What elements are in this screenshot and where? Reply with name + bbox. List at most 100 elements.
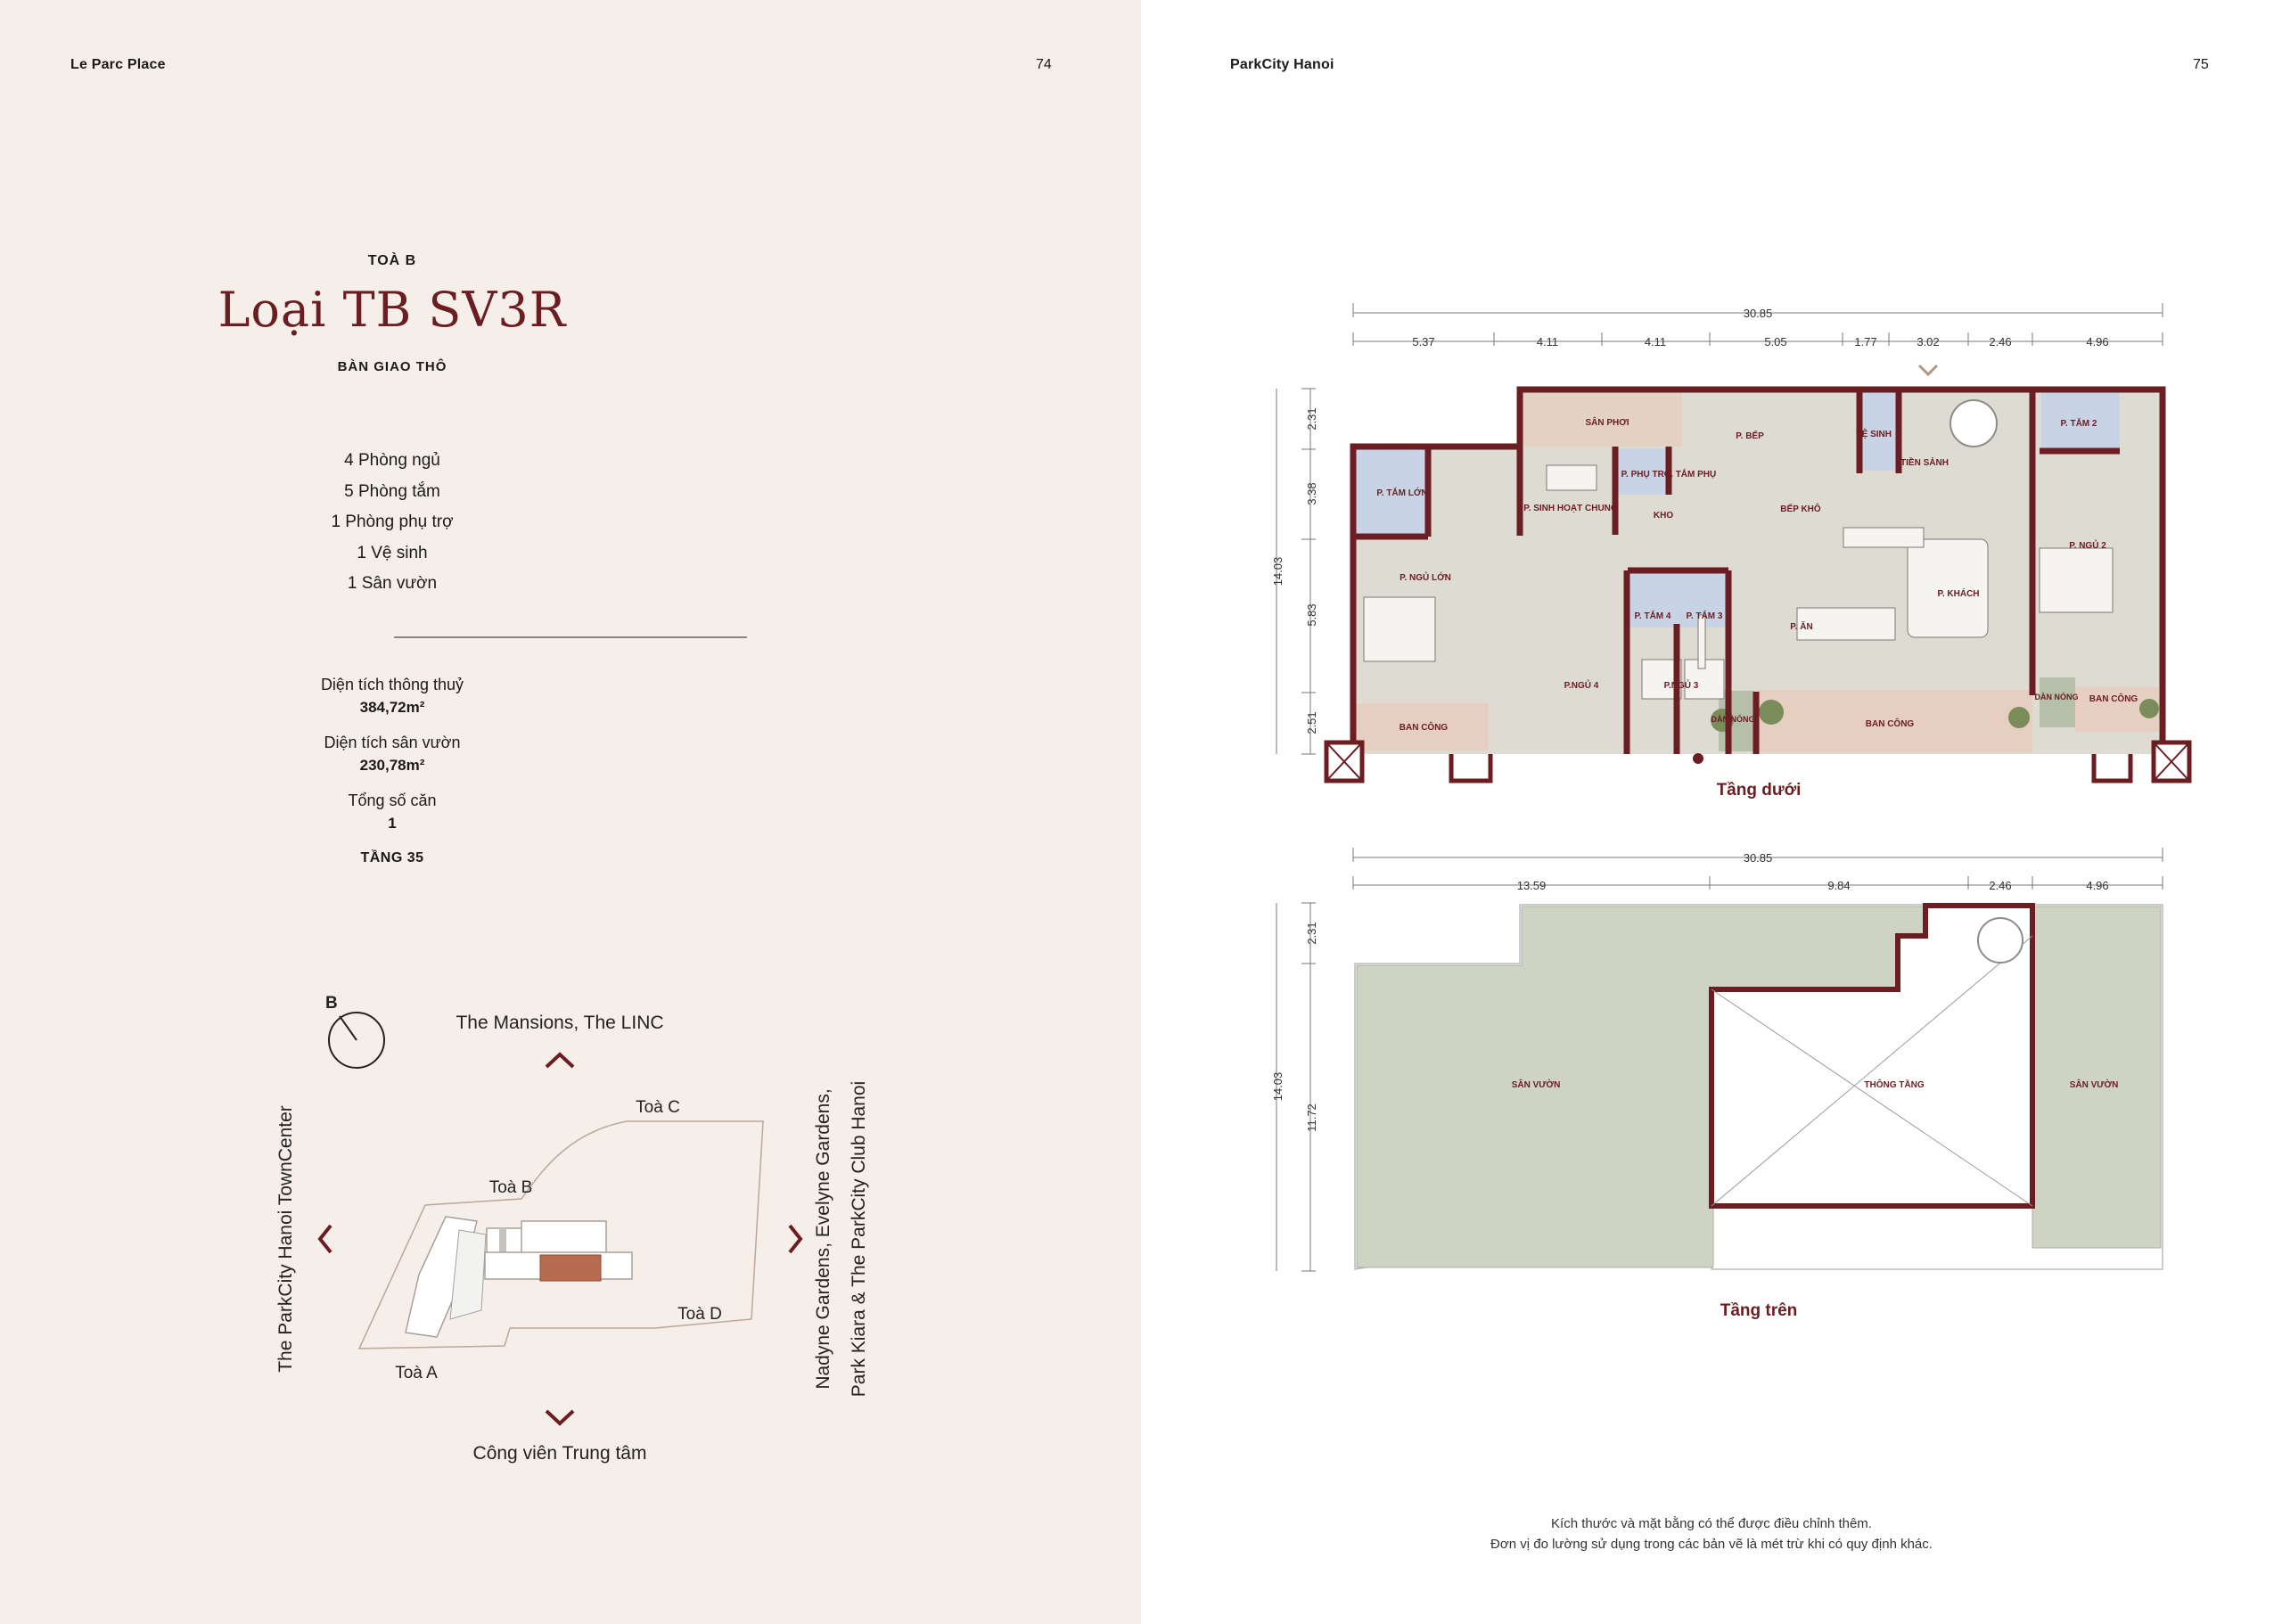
drying-yard xyxy=(1520,391,1682,447)
stat-label: Diện tích sân vườn xyxy=(324,734,461,751)
plant-icon xyxy=(1759,700,1784,725)
room-label: VỆ SINH xyxy=(1856,428,1892,439)
room-label: DÀN NÓNG xyxy=(2035,692,2079,701)
tower-a-blocks xyxy=(405,1216,487,1338)
key-plan: B The Mansions, The LINC Công viên Trung… xyxy=(275,994,869,1464)
dim-label: 14.03 xyxy=(1271,557,1285,586)
tower-label: Toà B xyxy=(489,1178,533,1197)
plant-icon xyxy=(2139,699,2159,718)
right-page: ParkCity Hanoi 75 30.85 5.37 4.11 4.11 5… xyxy=(1141,0,2282,1624)
room-label: SÂN VƯỜN xyxy=(2070,1079,2119,1090)
tower-b-core xyxy=(499,1228,506,1260)
building-label: TOÀ B xyxy=(367,253,417,268)
bay-window xyxy=(2091,754,2133,783)
room-label: P.NGỦ 4 xyxy=(1564,679,1599,691)
dim-label: 2.31 xyxy=(1305,407,1318,430)
dim-label: 4.96 xyxy=(2086,879,2108,892)
dim-label: 4.96 xyxy=(2086,335,2108,349)
stat-value: 1 xyxy=(388,815,397,832)
room-label: THÔNG TẦNG xyxy=(1864,1079,1924,1090)
dim-label: 2.46 xyxy=(1989,879,2011,892)
dim-label: 30.85 xyxy=(1744,851,1773,865)
upper-floor-plan: SÂN VƯỜN THÔNG TẦNG SÂN VƯỜN xyxy=(1354,903,2163,1270)
arrow-down-icon xyxy=(545,1409,575,1426)
tower-c-block xyxy=(521,1220,607,1258)
site-boundary xyxy=(357,1120,764,1349)
upper-floor-title: Tầng trên xyxy=(1720,1301,1798,1320)
arrow-up-icon xyxy=(545,1052,575,1069)
room-label: BAN CÔNG xyxy=(2089,693,2138,704)
stat-units: Tổng số căn 1 xyxy=(214,791,570,833)
balcony-left xyxy=(1355,703,1489,750)
stat-label: Diện tích thông thuỷ xyxy=(320,676,464,693)
aux-bath xyxy=(1615,448,1669,495)
bay-window xyxy=(1449,754,1493,783)
lower-floor-plan: SÂN PHƠI P. BẾP VỆ SINH TIỀN SẢNH P. TẮM… xyxy=(1324,386,2192,783)
room-label: TIỀN SẢNH xyxy=(1900,456,1949,468)
room-label: P. KHÁCH xyxy=(1937,587,1979,599)
page-number-right: 75 xyxy=(2193,57,2209,72)
lower-floor-title: Tầng dưới xyxy=(1716,781,1802,800)
compass-needle xyxy=(339,1015,357,1041)
room-label: BAN CÔNG xyxy=(1866,718,1915,729)
room-list: 4 Phòng ngủ 5 Phòng tắm 1 Phòng phụ trợ … xyxy=(214,446,570,600)
stat-value: 384,72m² xyxy=(359,699,425,716)
room-label: P. SINH HOẠT CHUNG xyxy=(1523,504,1618,513)
room-label: SÂN VƯỜN xyxy=(1512,1079,1561,1090)
room-label: P. TẮM 4 xyxy=(1635,610,1671,621)
garden-right xyxy=(2032,906,2162,1249)
room-label: P. NGỦ LỚN xyxy=(1400,571,1451,583)
spiral-stair-icon xyxy=(1950,399,1998,447)
dim-label: 30.85 xyxy=(1744,307,1773,320)
room-label: P. TẮM 2 xyxy=(2061,417,2097,429)
room-label: KHO xyxy=(1654,511,1673,521)
room-label: BẾP KHÔ xyxy=(1780,503,1821,514)
ac-ledge xyxy=(2040,677,2075,727)
room-label: P. TẮM 3 xyxy=(1687,610,1723,621)
compass-label: B xyxy=(325,994,338,1013)
dim-label: 14.03 xyxy=(1271,1072,1285,1102)
stat-value: 230,78m² xyxy=(359,757,425,774)
south-label: Công viên Trung tâm xyxy=(473,1443,647,1464)
tower-label: Toà C xyxy=(636,1098,680,1117)
room-item: 1 Sân vườn xyxy=(347,574,438,593)
room-item: 1 Phòng phụ trợ xyxy=(331,513,454,531)
room-label: P. NGỦ 2 xyxy=(2069,539,2106,551)
dim-label: 3.38 xyxy=(1305,482,1318,504)
dim-label: 1.77 xyxy=(1854,335,1876,349)
compass-icon xyxy=(328,1012,385,1069)
page-number-left: 74 xyxy=(1036,57,1052,72)
divider xyxy=(394,636,747,638)
dim-label: 4.11 xyxy=(1537,335,1558,349)
room-label: P. TẮM LỚN xyxy=(1376,487,1427,498)
note-line: Kích thước và mặt bằng có thể được điều … xyxy=(1551,1516,1872,1531)
entrance-arrow-icon xyxy=(1917,364,1939,377)
north-label: The Mansions, The LINC xyxy=(456,1013,663,1033)
stat-area: Diện tích thông thuỷ 384,72m² xyxy=(214,676,570,717)
walls xyxy=(1350,386,2166,754)
arrow-right-icon xyxy=(788,1224,803,1254)
spiral-stair-icon xyxy=(1977,917,2023,964)
west-label: The ParkCity Hanoi TownCenter xyxy=(275,1105,296,1373)
arrow-left-icon xyxy=(317,1224,332,1254)
room-label: P.NGỦ 3 xyxy=(1664,679,1699,691)
note-line: Đơn vị đo lường sử dụng trong các bản vẽ… xyxy=(1490,1537,1933,1552)
stat-label: Tổng số căn xyxy=(348,791,437,809)
dim-label: 2.46 xyxy=(1989,335,2011,349)
stat-garden: Diện tích sân vườn 230,78m² xyxy=(214,734,570,775)
bath-2 xyxy=(2041,392,2120,451)
bath-3-4 xyxy=(1629,570,1728,627)
master-bath xyxy=(1355,448,1426,534)
room-label: SÂN PHƠI xyxy=(1585,416,1629,428)
dim-label: 5.83 xyxy=(1305,603,1318,626)
dim-label: 5.37 xyxy=(1412,335,1434,349)
tower-label: Toà A xyxy=(395,1364,438,1382)
dim-label: 3.02 xyxy=(1917,335,1939,349)
room-item: 5 Phòng tắm xyxy=(344,481,440,501)
wc xyxy=(1861,392,1897,471)
column-marker xyxy=(1693,753,1703,764)
dim-label: 2.31 xyxy=(1305,922,1318,944)
tower-label: Toà D xyxy=(677,1305,722,1324)
balcony-center xyxy=(1758,690,2032,752)
